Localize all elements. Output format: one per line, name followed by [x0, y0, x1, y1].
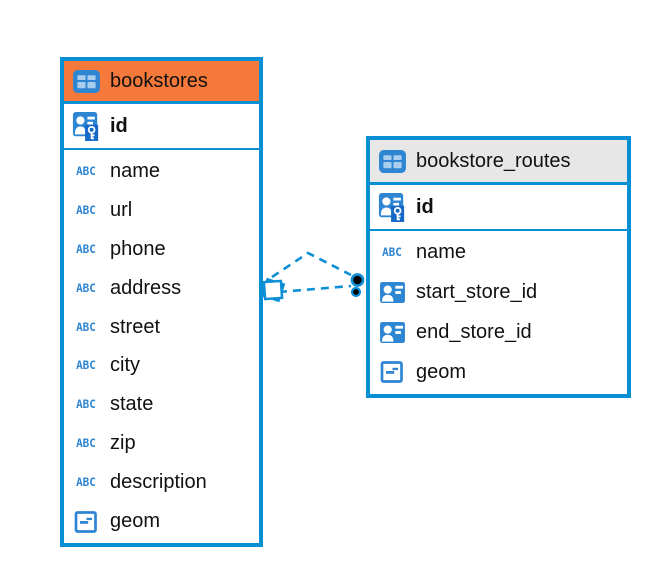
column-row-zip[interactable]: ABC zip	[64, 424, 259, 464]
column-name: url	[110, 198, 133, 221]
pk-icon	[71, 111, 101, 142]
text-icon: ABC	[76, 203, 96, 218]
relationship-line-1[interactable]	[271, 251, 352, 279]
table-icon	[377, 149, 407, 174]
text-icon: ABC	[76, 359, 96, 373]
column-name: city	[110, 354, 140, 377]
column-row-name[interactable]: ABC name	[64, 152, 259, 191]
column-row-address[interactable]: ABC address	[64, 268, 259, 308]
table-header-bookstore-routes[interactable]: bookstore_routes	[370, 140, 627, 185]
text-icon: ABC	[76, 398, 96, 412]
column-name: end_store_id	[416, 320, 532, 343]
column-name: street	[110, 315, 161, 338]
column-name: address	[110, 276, 182, 299]
table-title: bookstores	[110, 69, 208, 92]
column-name: name	[416, 241, 467, 264]
column-name: geom	[416, 360, 467, 383]
column-row-end_store_id[interactable]: end_store_id	[370, 312, 627, 353]
column-name: geom	[110, 510, 161, 533]
fk-icon	[377, 281, 407, 304]
column-name: name	[110, 159, 161, 182]
primary-key-row[interactable]: id	[370, 185, 627, 231]
column-name: phone	[110, 237, 166, 260]
column-row-description[interactable]: ABC description	[64, 463, 259, 503]
column-name: zip	[110, 432, 136, 455]
relationship-line-2[interactable]	[278, 284, 352, 294]
column-row-url[interactable]: ABC url	[64, 190, 259, 230]
geom-icon	[377, 360, 407, 384]
fk-icon	[377, 321, 407, 344]
text-icon: ABC	[382, 246, 402, 260]
column-row-phone[interactable]: ABC phone	[64, 229, 259, 269]
table-title: bookstore_routes	[416, 149, 571, 172]
table-header-bookstores[interactable]: bookstores	[64, 61, 259, 104]
relationship-diamond-marker[interactable]	[260, 277, 286, 303]
table-bookstores[interactable]: bookstores id ABC name ABC url ABC phone…	[60, 57, 263, 547]
text-icon: ABC	[76, 320, 96, 334]
column-row-geom[interactable]: geom	[370, 352, 627, 392]
relationship-dot-marker-1[interactable]	[350, 273, 365, 287]
table-bookstore-routes[interactable]: bookstore_routes id ABC name start_store…	[366, 136, 631, 398]
column-name: description	[110, 471, 207, 494]
column-row-city[interactable]: ABC city	[64, 346, 259, 386]
relationship-dot-marker-2[interactable]	[350, 286, 362, 298]
pk-icon	[377, 192, 407, 223]
column-row-name[interactable]: ABC name	[370, 233, 627, 273]
text-icon: ABC	[76, 281, 96, 295]
text-icon: ABC	[76, 242, 96, 257]
column-row-street[interactable]: ABC street	[64, 307, 259, 347]
text-icon: ABC	[76, 164, 96, 179]
text-icon: ABC	[76, 475, 96, 490]
geom-icon	[71, 510, 101, 534]
column-name: id	[110, 114, 128, 137]
column-row-state[interactable]: ABC state	[64, 385, 259, 425]
column-list: ABC name start_store_id end_store_id geo…	[370, 231, 627, 394]
primary-key-row[interactable]: id	[64, 104, 259, 150]
column-row-geom[interactable]: geom	[64, 502, 259, 542]
table-icon	[71, 69, 101, 94]
column-name: state	[110, 393, 154, 416]
column-list: ABC name ABC url ABC phone ABC address A…	[64, 150, 259, 543]
column-row-start_store_id[interactable]: start_store_id	[370, 272, 627, 313]
text-icon: ABC	[76, 436, 96, 451]
column-name: start_store_id	[416, 281, 538, 304]
column-name: id	[416, 195, 434, 218]
